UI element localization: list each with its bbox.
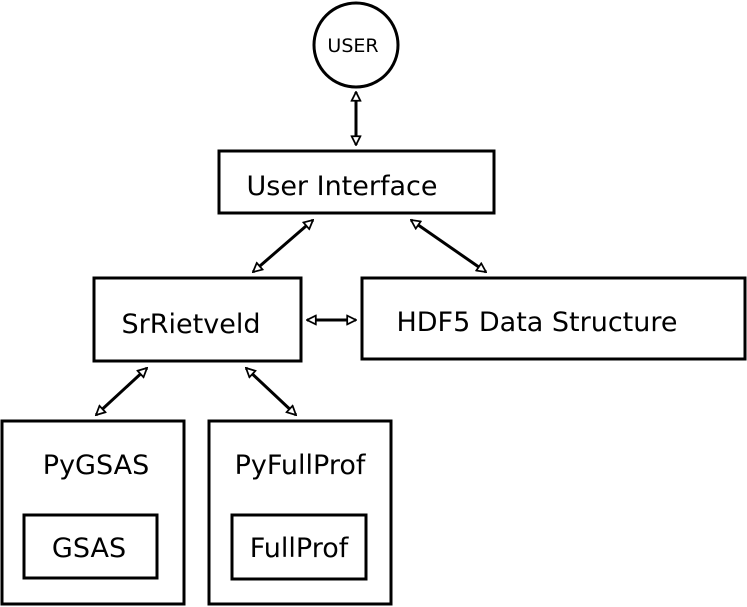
- gsas-label: GSAS: [52, 533, 126, 564]
- hdf5-label: HDF5 Data Structure: [396, 307, 677, 338]
- user-interface-label: User Interface: [246, 171, 437, 202]
- pyfullprof-label: PyFullProf: [235, 450, 367, 481]
- gsas-box: GSAS: [22, 513, 159, 580]
- user-node: USER: [312, 1, 400, 89]
- connector-srrietveld-pygsas: [96, 368, 147, 415]
- pyfullprof-box: PyFullProf FullProf: [207, 419, 393, 606]
- sr-rietveld-label: SrRietveld: [122, 309, 261, 340]
- connector-srrietveld-pyfullprof: [246, 368, 296, 415]
- pygsas-box: PyGSAS GSAS: [0, 419, 186, 606]
- connector-interface-hdf5: [411, 218, 486, 274]
- sr-rietveld-box: SrRietveld: [92, 276, 303, 363]
- user-interface-box: User Interface: [217, 149, 496, 215]
- hdf5-box: HDF5 Data Structure: [360, 276, 747, 361]
- fullprof-label: FullProf: [250, 533, 350, 564]
- fullprof-box: FullProf: [230, 513, 368, 581]
- pygsas-label: PyGSAS: [43, 450, 149, 481]
- user-label: USER: [327, 35, 378, 57]
- connector-interface-srrietveld: [253, 220, 313, 272]
